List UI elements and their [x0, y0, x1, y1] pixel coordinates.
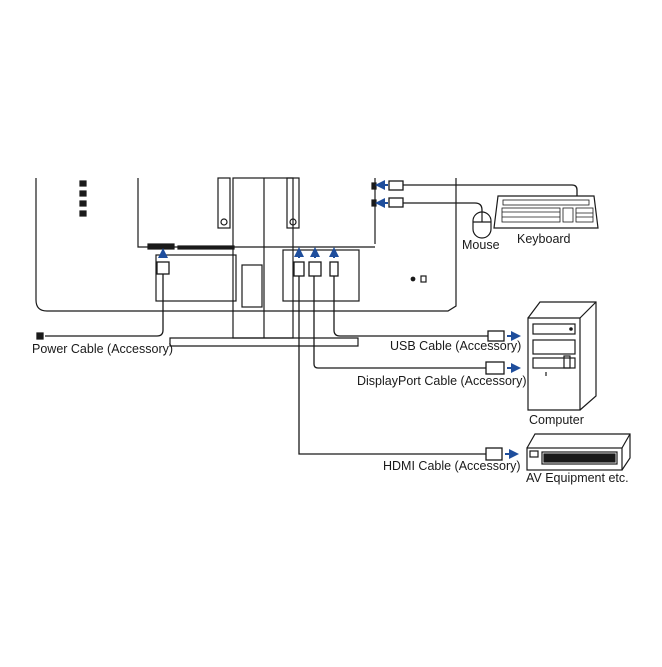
mouse-icon [472, 211, 492, 239]
usb-cable-label: USB Cable (Accessory) [390, 339, 521, 353]
power-cable-label: Power Cable (Accessory) [32, 342, 173, 356]
monitor-back [35, 177, 457, 347]
displayport-cable-label: DisplayPort Cable (Accessory) [357, 374, 527, 388]
mouse-label: Mouse [462, 238, 500, 252]
computer-icon [527, 301, 597, 411]
keyboard-icon [493, 195, 599, 229]
av-equipment-label: AV Equipment etc. [526, 471, 629, 485]
connection-arrows [158, 180, 521, 459]
computer-label: Computer [529, 413, 584, 427]
hdmi-cable-label: HDMI Cable (Accessory) [383, 459, 521, 473]
av-equipment-icon [526, 433, 631, 471]
cables [36, 180, 578, 461]
keyboard-label: Keyboard [517, 232, 571, 246]
